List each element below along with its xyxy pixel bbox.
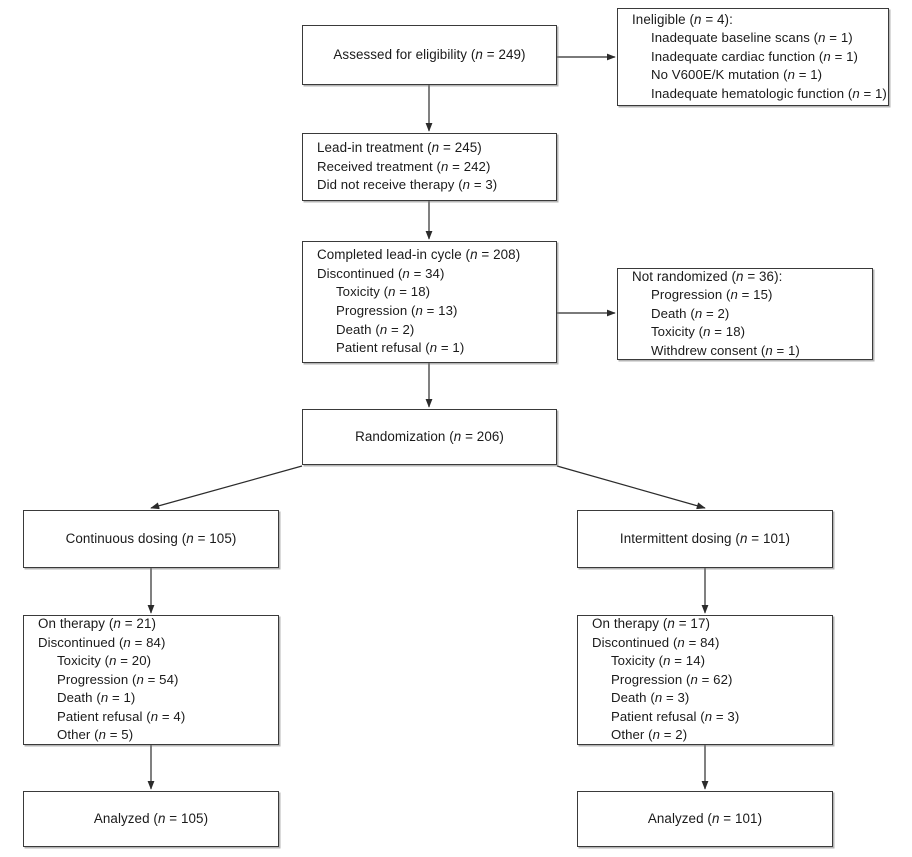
node-line: Progression (n = 13)	[336, 303, 458, 318]
node-line: Not randomized (n = 36):	[632, 268, 783, 284]
node-not-randomized: Not randomized (n = 36): Progression (n =…	[617, 268, 873, 360]
node-line: Death (n = 3)	[611, 690, 690, 706]
node-body: Analyzed (n = 105)	[24, 792, 278, 846]
node-line: On therapy (n = 21)	[38, 615, 157, 631]
node-body: Completed lead-in cycle (n = 208) Discont…	[303, 242, 556, 362]
node-body: Not randomized (n = 36): Progression (n =…	[618, 269, 872, 359]
node-line: Patient refusal (n = 3)	[611, 708, 740, 724]
node-line: Completed lead-in cycle (n = 208)	[317, 247, 521, 263]
node-line: Did not receive therapy (n = 3)	[317, 177, 498, 193]
node-continuous-dosing: Continuous dosing (n = 105)	[23, 510, 279, 568]
node-line: Progression (n = 54)	[57, 671, 179, 687]
node-body: Intermittent dosing (n = 101)	[578, 511, 832, 567]
node-ineligible: Ineligible (n = 4): Inadequate baseline s…	[617, 8, 889, 106]
node-line: No V600E/K mutation (n = 1)	[651, 67, 823, 83]
node-line: Lead-in treatment (n = 245)	[317, 140, 482, 156]
node-line: Ineligible (n = 4):	[632, 11, 733, 27]
node-body: On therapy (n = 21) Discontinued (n = 84)…	[24, 616, 278, 744]
node-line: On therapy (n = 17)	[592, 615, 711, 631]
node-line: Discontinued (n = 84)	[38, 634, 166, 650]
node-line: Inadequate hematologic function (n = 1)	[651, 85, 887, 101]
node-line: Other (n = 5)	[57, 727, 134, 743]
node-line: Toxicity (n = 14)	[611, 653, 706, 669]
node-analyzed-continuous: Analyzed (n = 105)	[23, 791, 279, 847]
node-body: Assessed for eligibility (n = 249)	[303, 26, 556, 84]
node-body: Randomization (n = 206)	[303, 410, 556, 464]
node-line: Other (n = 2)	[611, 727, 688, 743]
node-line: Inadequate baseline scans (n = 1)	[651, 30, 853, 46]
node-line: Patient refusal (n = 1)	[336, 340, 465, 356]
node-body: Analyzed (n = 101)	[578, 792, 832, 846]
node-body: On therapy (n = 17) Discontinued (n = 84)…	[578, 616, 832, 744]
node-line: Toxicity (n = 20)	[57, 653, 152, 669]
node-line: Assessed for eligibility (n = 249)	[333, 46, 526, 62]
node-line: Analyzed (n = 101)	[647, 810, 763, 826]
node-completed-lead-in-cycle: Completed lead-in cycle (n = 208) Discont…	[302, 241, 557, 363]
node-line: Toxicity (n = 18)	[336, 284, 431, 300]
node-body: Continuous dosing (n = 105)	[24, 511, 278, 567]
node-line: Patient refusal (n = 4)	[57, 708, 186, 724]
node-line: Continuous dosing (n = 105)	[65, 530, 237, 546]
node-line: Toxicity (n = 18)	[651, 324, 746, 340]
node-line: Death (n = 2)	[336, 321, 415, 337]
node-line: Death (n = 1)	[57, 690, 136, 706]
node-assessed-for-eligibility: Assessed for eligibility (n = 249)	[302, 25, 557, 85]
node-line: Death (n = 2)	[651, 305, 730, 321]
node-line: Received treatment (n = 242)	[317, 158, 491, 174]
connector-randomization-to-continuous	[150, 465, 303, 510]
connector-randomization-to-intermittent	[556, 465, 706, 510]
node-line: Progression (n = 15)	[651, 287, 773, 303]
node-line: Analyzed (n = 105)	[93, 810, 209, 826]
node-randomization: Randomization (n = 206)	[302, 409, 557, 465]
node-lead-in-treatment: Lead-in treatment (n = 245) Received trea…	[302, 133, 557, 201]
node-line: Inadequate cardiac function (n = 1)	[651, 48, 858, 64]
node-line: Discontinued (n = 84)	[592, 634, 720, 650]
node-intermittent-dosing: Intermittent dosing (n = 101)	[577, 510, 833, 568]
node-continuous-outcomes: On therapy (n = 21) Discontinued (n = 84)…	[23, 615, 279, 745]
node-line: Withdrew consent (n = 1)	[651, 342, 800, 358]
node-line: Randomization (n = 206)	[355, 428, 504, 444]
node-line: Discontinued (n = 34)	[317, 265, 445, 281]
node-intermittent-outcomes: On therapy (n = 17) Discontinued (n = 84)…	[577, 615, 833, 745]
node-line: Progression (n = 62)	[611, 671, 733, 687]
node-body: Lead-in treatment (n = 245) Received trea…	[303, 134, 556, 200]
node-analyzed-intermittent: Analyzed (n = 101)	[577, 791, 833, 847]
node-body: Ineligible (n = 4): Inadequate baseline s…	[618, 9, 888, 105]
node-line: Intermittent dosing (n = 101)	[619, 530, 791, 546]
